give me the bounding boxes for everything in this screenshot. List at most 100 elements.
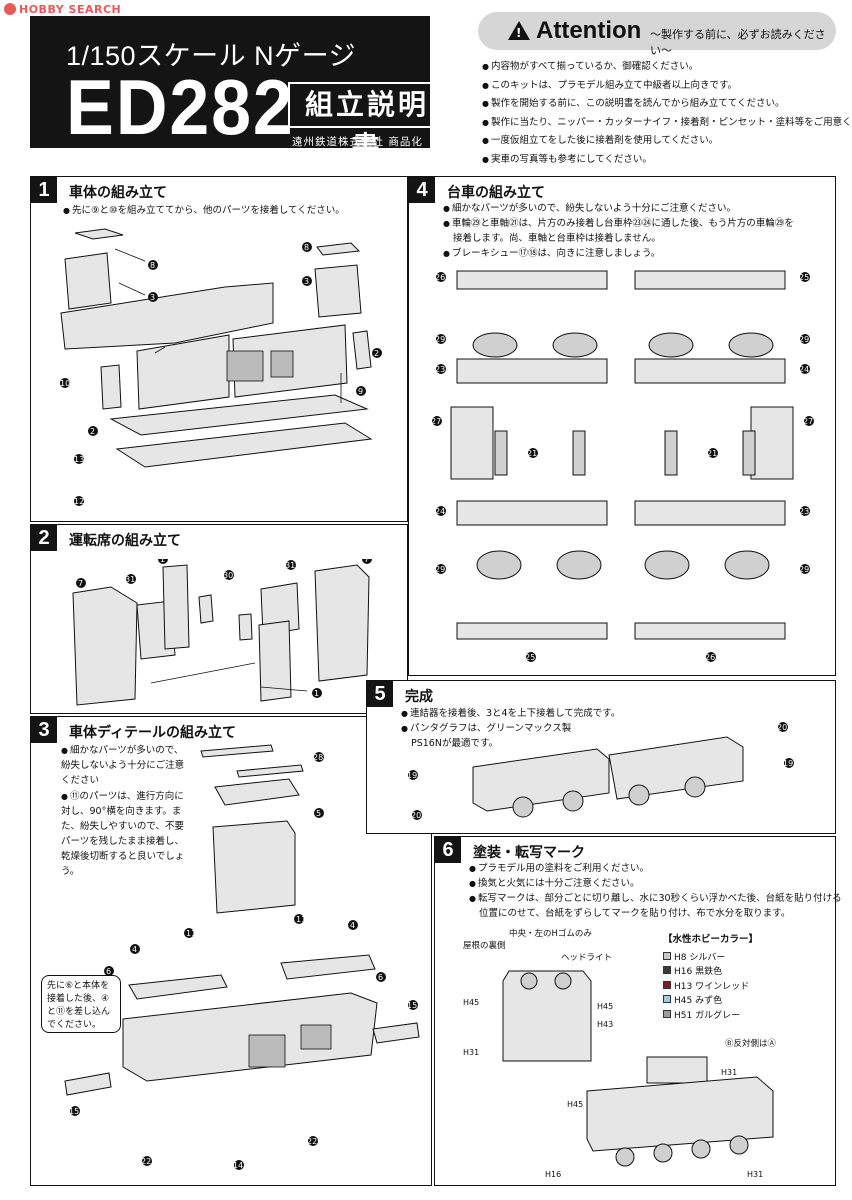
section-title: 車体の組み立て <box>69 185 167 201</box>
svg-text:22: 22 <box>307 1137 317 1146</box>
svg-text:1: 1 <box>160 559 165 564</box>
section-title: 塗装・転写マーク <box>473 845 585 861</box>
section-note-continued: 位置にのせて、台紙をずらしてマークを貼り付け、布で水分を取ります。 <box>479 908 791 919</box>
section-3-body-details: 3 車体ディテールの組み立て 細かなパーツが多いので、紛失しないよう十分にご注意… <box>30 716 432 1186</box>
section-note: 連結器を接着後、3と4を上下接着して完成です。 <box>401 706 620 721</box>
svg-text:6: 6 <box>378 973 383 982</box>
title-header: 1/150スケール Nゲージ ED282 組立説明書 遠州鉄道株式会社 商品化許… <box>30 16 446 163</box>
svg-text:24: 24 <box>799 365 809 374</box>
color-swatch <box>663 951 671 960</box>
svg-text:H31: H31 <box>463 1048 479 1057</box>
color-swatch <box>663 995 671 1003</box>
section-note: 先に⑨と⑩を組み立ててから、他のパーツを接着してください。 <box>63 203 345 218</box>
section-note: 車輪㉙と車軸㉑は、片方のみ接着し台車枠㉓㉔に通した後、もう片方の車輪㉙を <box>443 216 794 231</box>
warning-icon <box>508 21 530 40</box>
body-assembly-diagram: 8 3 8 3 2 9 2 10 13 12 <box>60 228 382 506</box>
section-note: パンタグラフは、グリーンマックス製 <box>401 721 571 736</box>
section-note: ブレーキシュー⑰⑱は、向きに注意しましょう。 <box>443 246 660 261</box>
section-title: 完成 <box>405 689 433 705</box>
svg-text:23: 23 <box>799 507 809 516</box>
svg-text:11: 11 <box>186 929 196 938</box>
svg-text:H43: H43 <box>597 1020 613 1029</box>
svg-text:30: 30 <box>223 571 233 580</box>
svg-text:26: 26 <box>435 273 445 282</box>
label-opposite-side: Ⓑ反対側はⒶ <box>725 1039 777 1049</box>
cab-assembly-diagram: 7 31 1 30 31 7 1 <box>72 559 372 706</box>
attention-item: 内容物がすべて揃っているか、御確認ください。 <box>482 58 842 77</box>
svg-text:24: 24 <box>435 507 445 516</box>
color-swatch <box>663 980 671 989</box>
svg-text:2: 2 <box>90 427 95 436</box>
svg-text:27: 27 <box>431 417 441 426</box>
svg-text:19: 19 <box>783 759 793 768</box>
attention-item: 製作に当たり、ニッパー・カッターナイフ・接着剤・ピンセット・塗料等をご用意くださ… <box>482 114 852 133</box>
svg-text:4: 4 <box>132 945 137 954</box>
svg-text:8: 8 <box>304 243 309 252</box>
svg-text:28: 28 <box>313 753 323 762</box>
svg-text:21: 21 <box>527 449 537 458</box>
attention-item: 製作を開始する前に、この説明書を読んでから組み立ててください。 <box>482 95 842 114</box>
svg-text:3: 3 <box>304 277 309 286</box>
svg-text:H31: H31 <box>721 1068 737 1077</box>
section-note: 細かなパーツが多いので、紛失しないよう十分にご注意ください。 <box>443 201 736 216</box>
svg-text:20: 20 <box>411 811 421 820</box>
svg-text:7: 7 <box>364 559 369 564</box>
section-note: プラモデル用の塗料をご利用ください。 <box>469 861 649 876</box>
body-detail-diagram: 28 5 4 11 11 4 6 6 15 15 22 14 22 <box>64 744 420 1170</box>
svg-text:29: 29 <box>799 565 809 574</box>
section-title: 車体ディテールの組み立て <box>69 725 237 741</box>
label-center-rubber: 中央・左のHゴムのみ <box>509 929 592 939</box>
attention-item: 実車の写真等も参考にしてください。 <box>482 151 842 170</box>
svg-text:4: 4 <box>350 921 355 930</box>
paint-color-list-title: 【水性ホビーカラー】 <box>663 934 759 945</box>
svg-text:15: 15 <box>69 1107 79 1116</box>
callout-note: 先に⑥と本体を接着した後、④と⑪を差し込んでください。 <box>41 975 121 1033</box>
svg-text:12: 12 <box>74 497 84 506</box>
step-number: 6 <box>435 837 461 863</box>
svg-text:25: 25 <box>799 273 809 282</box>
svg-text:7: 7 <box>78 579 83 588</box>
label-headlight: ヘッドライト <box>561 953 613 963</box>
watermark-logo-icon <box>4 3 16 15</box>
section-note: 細かなパーツが多いので、紛失しないよう十分にご注意ください <box>61 743 185 788</box>
svg-text:15: 15 <box>407 1001 417 1010</box>
completed-chassis-diagram: 19 20 20 19 <box>407 722 794 820</box>
paint-color-item: H45 みず色 <box>663 994 773 1009</box>
subtitle-box: 組立説明書 <box>288 82 446 163</box>
svg-text:29: 29 <box>799 335 809 344</box>
section-2-cab-assembly: 2 運転席の組み立て 7 31 1 30 31 7 1 <box>30 524 408 714</box>
section-4-bogie-assembly: 4 台車の組み立て 細かなパーツが多いので、紛失しないよう十分にご注意ください。… <box>408 176 836 676</box>
paint-color-list: 【水性ホビーカラー】 H8 シルバー H16 黒鉄色 H13 ワインレッド H4… <box>663 933 773 1023</box>
svg-text:20: 20 <box>777 723 787 732</box>
attention-subtitle: 〜製作する前に、必ずお読みください〜 <box>650 28 826 57</box>
paint-color-item: H8 シルバー <box>663 951 773 966</box>
attention-item: 一度仮組立てをした後に接着剤を使用してください。 <box>482 132 842 151</box>
section-note: 転写マークは、部分ごとに切り離し、水に30秒くらい浮かべた後、台紙を貼り付ける <box>469 891 842 906</box>
svg-text:29: 29 <box>435 335 445 344</box>
svg-text:9: 9 <box>358 387 363 396</box>
svg-text:13: 13 <box>74 455 84 464</box>
svg-text:2: 2 <box>374 349 379 358</box>
step-number: 3 <box>31 717 57 743</box>
svg-text:H16: H16 <box>545 1170 561 1179</box>
svg-text:8: 8 <box>150 261 155 270</box>
section-note: 換気と火気には十分ご注意ください。 <box>469 876 640 891</box>
section-6-painting-decals: 6 塗装・転写マーク プラモデル用の塗料をご利用ください。 換気と火気には十分ご… <box>434 836 842 1186</box>
color-swatch <box>663 1009 671 1018</box>
section-title: 台車の組み立て <box>447 185 545 201</box>
svg-text:10: 10 <box>60 379 70 388</box>
step-number: 2 <box>31 525 57 551</box>
svg-text:29: 29 <box>435 565 445 574</box>
step-number: 4 <box>409 177 435 203</box>
paint-color-item: H16 黒鉄色 <box>663 965 773 980</box>
section-5-completion: 5 完成 連結器を接着後、3と4を上下接着して完成です。 パンタグラフは、グリー… <box>366 680 836 834</box>
svg-text:H31: H31 <box>747 1170 763 1179</box>
svg-text:14: 14 <box>233 1161 243 1170</box>
bogie-assembly-diagram: 26 25 29 29 23 24 27 27 21 21 24 23 29 2… <box>431 270 814 662</box>
svg-text:27: 27 <box>803 417 813 426</box>
attention-banner: Attention 〜製作する前に、必ずお読みください〜 <box>478 12 836 57</box>
svg-text:H45: H45 <box>597 1002 613 1011</box>
color-swatch <box>663 966 671 974</box>
svg-text:6: 6 <box>106 967 111 976</box>
svg-text:21: 21 <box>707 449 717 458</box>
